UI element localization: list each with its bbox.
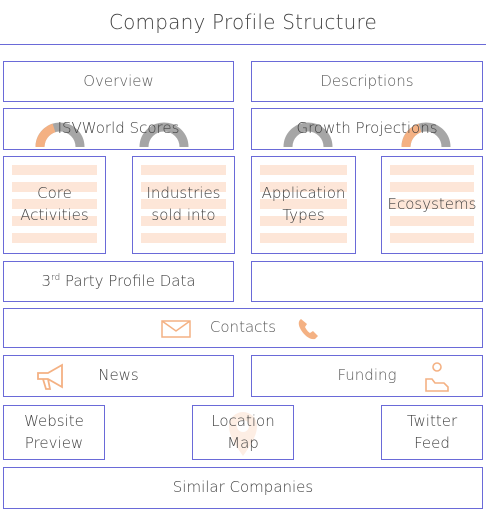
overview-box: Overview: [3, 61, 234, 102]
empty-box: [251, 261, 483, 302]
location-map-label: Location Map: [211, 411, 275, 452]
website-preview-box: Website Preview: [3, 405, 105, 460]
twitter-feed-label: Twitter Feed: [406, 411, 458, 452]
funding-label: Funding: [337, 366, 397, 385]
similar-companies-label: Similar Companies: [172, 478, 314, 497]
stripes-decoration: [12, 163, 97, 247]
funding-box: Funding: [251, 355, 483, 397]
growth-projections-box: Growth Projections: [251, 108, 483, 150]
core-activities-box: Core Activities: [3, 156, 106, 254]
descriptions-label: Descriptions: [320, 71, 414, 90]
website-preview-label: Website Preview: [24, 411, 84, 452]
map-pin-icon: [229, 412, 257, 456]
isvworld-scores-box: ISVWorld Scores: [3, 108, 234, 150]
ecosystems-box: Ecosystems: [381, 156, 483, 254]
news-label: News: [98, 366, 139, 385]
isvworld-scores-label: ISVWorld Scores: [57, 119, 180, 138]
news-box: News: [3, 355, 234, 397]
growth-projections-label: Growth Projections: [296, 119, 438, 138]
phone-icon: [298, 319, 318, 340]
overview-label: Overview: [83, 71, 154, 90]
hand-coins-icon: [425, 362, 449, 392]
industries-sold-into-label: Industries sold into: [146, 184, 221, 224]
diagram-title: Company Profile Structure: [108, 10, 378, 34]
envelope-icon: [161, 320, 191, 338]
stripes-decoration: [260, 163, 347, 247]
contacts-label: Contacts: [209, 318, 277, 337]
application-types-box: Application Types: [251, 156, 356, 254]
contacts-box: Contacts: [3, 308, 483, 348]
descriptions-box: Descriptions: [251, 61, 483, 102]
stripes-decoration: [141, 163, 226, 247]
application-types-label: Application Types: [261, 184, 346, 224]
gauge-icon: [283, 122, 451, 147]
gauge-icon: [35, 122, 189, 147]
ecosystems-label: Ecosystems: [387, 195, 477, 214]
industries-sold-into-box: Industries sold into: [132, 156, 235, 254]
core-activities-label: Core Activities: [20, 184, 89, 224]
title-divider: [0, 44, 486, 45]
similar-companies-box: Similar Companies: [3, 467, 483, 509]
location-map-box: Location Map: [192, 405, 294, 460]
twitter-feed-box: Twitter Feed: [381, 405, 483, 460]
third-party-profile-data-label: 3rd Party Profile Data: [41, 271, 196, 290]
megaphone-icon: [37, 363, 63, 390]
third-party-profile-data-box: 3rd Party Profile Data: [3, 261, 234, 302]
stripes-decoration: [390, 163, 474, 247]
